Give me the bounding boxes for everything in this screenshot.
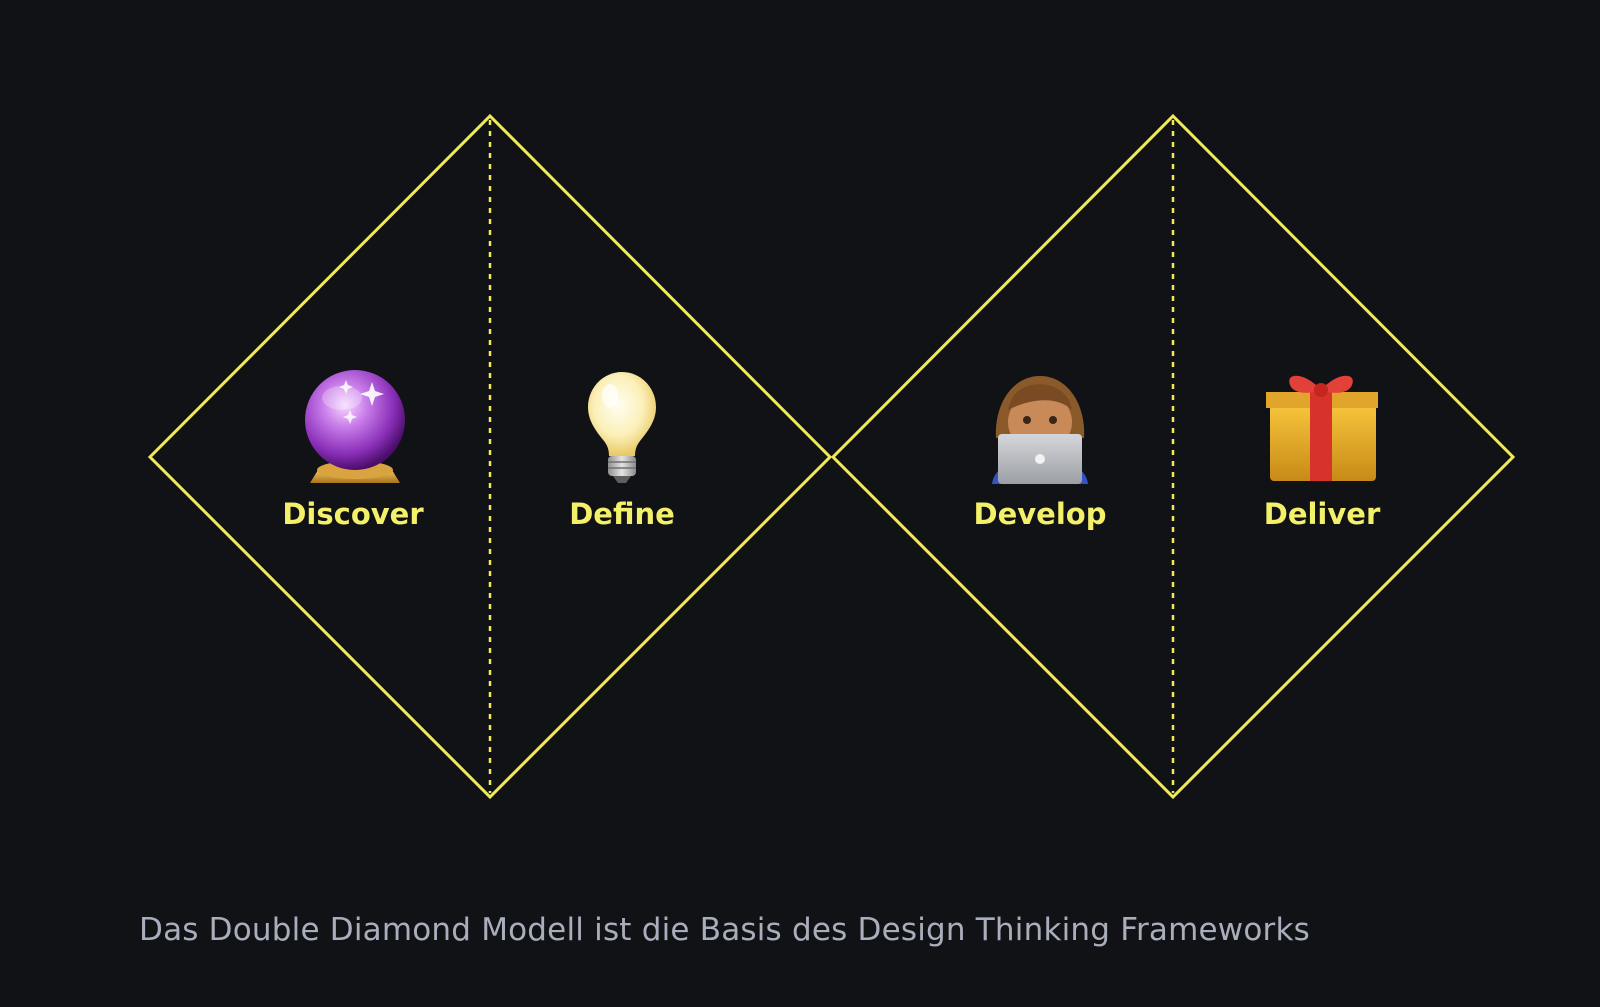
diamond-right bbox=[830, 113, 1516, 800]
gift-icon bbox=[1266, 375, 1378, 481]
stage-label-define: Define bbox=[569, 497, 675, 531]
caption-text: Das Double Diamond Modell ist die Basis … bbox=[139, 912, 1310, 948]
stage-label-discover: Discover bbox=[282, 497, 424, 531]
stage-label-deliver: Deliver bbox=[1264, 497, 1381, 531]
stage-label-develop: Develop bbox=[974, 497, 1107, 531]
crystal-ball-icon bbox=[305, 370, 405, 483]
light-bulb-icon bbox=[588, 372, 656, 483]
person-at-laptop-icon bbox=[992, 376, 1088, 484]
diamond-left bbox=[147, 113, 833, 800]
